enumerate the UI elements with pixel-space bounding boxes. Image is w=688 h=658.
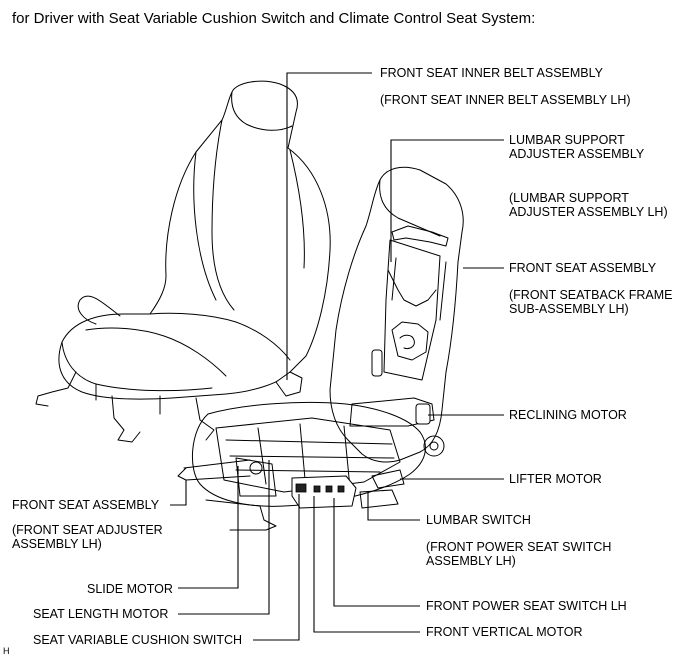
label-lumbar-support-lh-line1: (LUMBAR SUPPORT [509, 191, 629, 205]
label-inner-belt-lh: (FRONT SEAT INNER BELT ASSEMBLY LH) [380, 93, 631, 107]
corner-mark: H [3, 646, 10, 656]
page-title: for Driver with Seat Variable Cushion Sw… [12, 10, 536, 27]
leader-power-switch-lh [333, 498, 420, 607]
leader-left-seat-assy [170, 480, 187, 506]
label-seatback-frame-line2: SUB-ASSEMBLY LH) [509, 302, 629, 316]
assembled-seat-drawing [35, 80, 331, 443]
leader-lumbar-switch [367, 492, 420, 521]
label-slide-motor: SLIDE MOTOR [87, 582, 173, 596]
label-front-seat-assembly: FRONT SEAT ASSEMBLY [509, 261, 657, 275]
leader-vertical-motor [313, 496, 420, 633]
label-lumbar-support-line2: ADJUSTER ASSEMBLY [509, 147, 645, 161]
leader-lumbar-support [390, 139, 504, 262]
leader-length-motor [178, 460, 270, 615]
label-lumbar-support-lh-line2: ADJUSTER ASSEMBLY LH) [509, 205, 668, 219]
label-power-switch-assy-line2: ASSEMBLY LH) [426, 554, 516, 568]
label-inner-belt: FRONT SEAT INNER BELT ASSEMBLY [380, 66, 603, 80]
label-seatback-frame-line1: (FRONT SEATBACK FRAME [509, 288, 673, 302]
seat-frame-drawing [177, 166, 464, 531]
label-lumbar-support-line1: LUMBAR SUPPORT [509, 133, 625, 147]
label-seat-length-motor: SEAT LENGTH MOTOR [33, 607, 169, 621]
label-vertical-motor: FRONT VERTICAL MOTOR [426, 625, 583, 639]
label-seat-adjuster-line2: ASSEMBLY LH) [12, 537, 102, 551]
label-seat-adjuster-line1: (FRONT SEAT ADJUSTER [12, 523, 163, 537]
label-power-switch-assy-line1: (FRONT POWER SEAT SWITCH [426, 540, 612, 554]
leader-inner-belt [286, 72, 372, 380]
label-power-switch-lh: FRONT POWER SEAT SWITCH LH [426, 599, 627, 613]
leader-lines [170, 72, 504, 641]
label-seat-variable-cushion-switch: SEAT VARIABLE CUSHION SWITCH [33, 633, 243, 647]
leader-cushion-switch [253, 494, 300, 641]
leader-slide-motor [178, 466, 239, 589]
label-reclining-motor: RECLINING MOTOR [509, 408, 627, 422]
label-left-front-seat-assembly: FRONT SEAT ASSEMBLY [12, 498, 160, 512]
label-lumbar-switch: LUMBAR SWITCH [426, 513, 531, 527]
label-lifter-motor: LIFTER MOTOR [509, 472, 602, 486]
